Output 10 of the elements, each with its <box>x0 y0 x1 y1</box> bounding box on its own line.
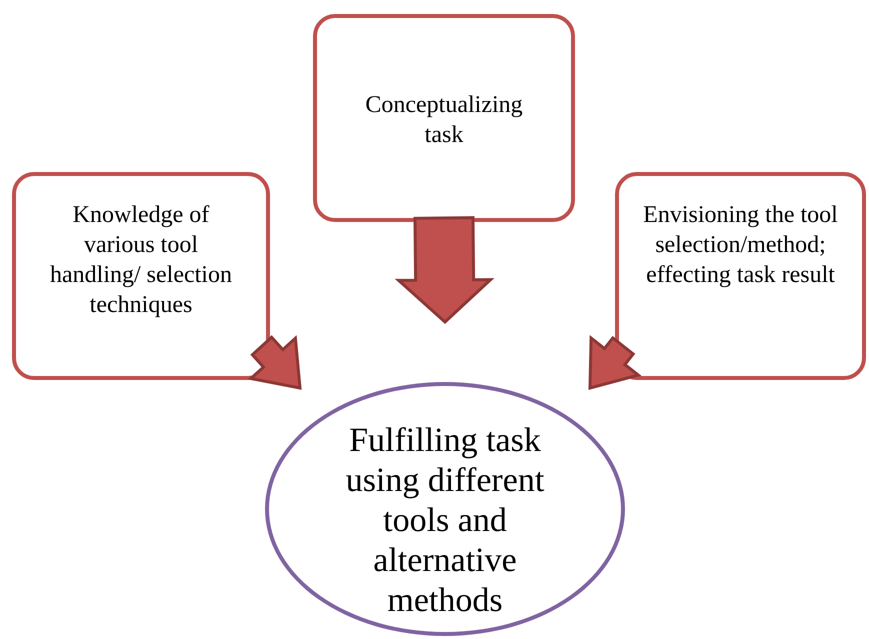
node-text: Knowledge of various tool handling/ selection techniques <box>49 201 233 320</box>
rounded-box <box>615 172 866 380</box>
node-text: Envisioning the tool selection/method; effecting task result <box>642 201 839 290</box>
rounded-box <box>313 14 575 222</box>
block-arrow <box>394 216 494 324</box>
rounded-box <box>12 172 270 380</box>
node-text: Conceptualizing task <box>364 91 524 150</box>
block-arrow <box>588 334 642 390</box>
block-arrow <box>248 335 302 390</box>
node-text: Fulfilling task using different tools and alternative methods <box>344 421 546 621</box>
